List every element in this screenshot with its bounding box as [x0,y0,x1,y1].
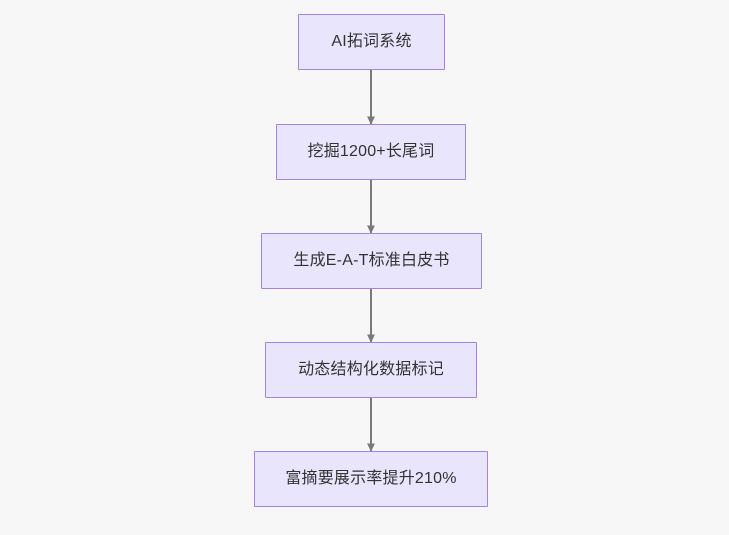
flowchart-node-dynamic-structured-data-markup[interactable]: 动态结构化数据标记 [265,342,477,398]
flowchart-node-generate-eat-whitepaper[interactable]: 生成E-A-T标准白皮书 [261,233,482,289]
flowchart-node-rich-snippet-rate-increase[interactable]: 富摘要展示率提升210% [254,451,488,507]
node-label: 生成E-A-T标准白皮书 [293,252,450,269]
flowchart-node-mine-longtail-keywords[interactable]: 挖掘1200+长尾词 [276,124,466,180]
node-label: 动态结构化数据标记 [298,361,444,378]
node-label: AI拓词系统 [331,33,412,50]
node-label: 富摘要展示率提升210% [285,470,457,487]
node-label: 挖掘1200+长尾词 [307,143,435,160]
flowchart-node-ai-keyword-system[interactable]: AI拓词系统 [298,14,445,70]
